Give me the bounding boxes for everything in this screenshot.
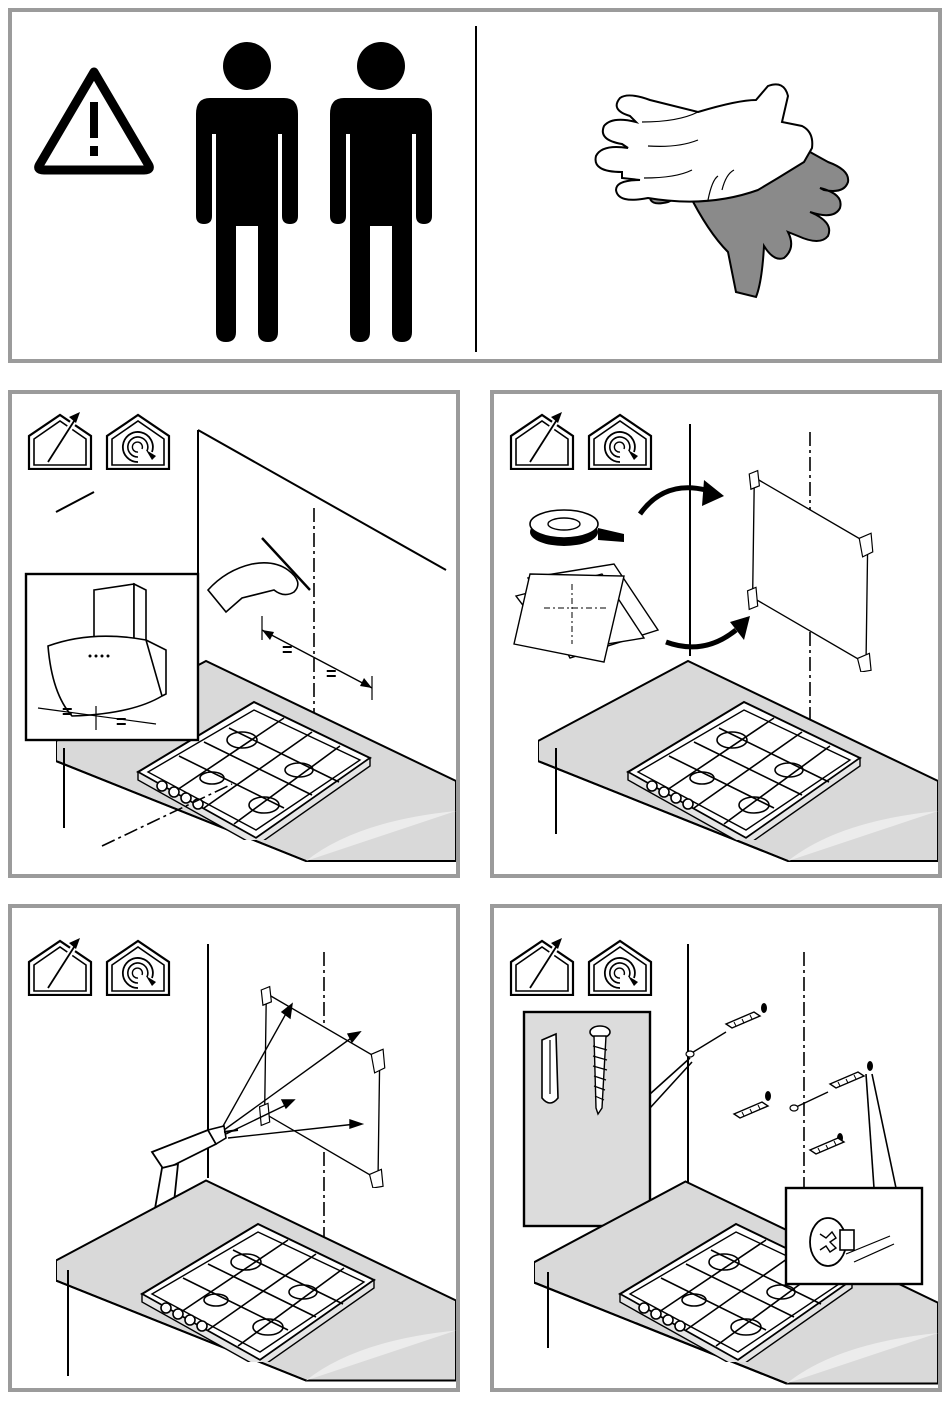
wall-plug-icon	[810, 1138, 844, 1154]
protective-gloves-icon	[596, 84, 849, 297]
ducted-extraction-icon	[511, 938, 573, 995]
recirculation-icon	[107, 415, 169, 469]
person-icon	[330, 42, 432, 342]
mounting-template	[260, 987, 385, 1188]
hood-inset: = =	[26, 574, 198, 740]
paper-template-icon	[514, 564, 658, 662]
step-drilling-panel	[8, 904, 460, 1392]
person-icon	[196, 42, 298, 342]
step-marking-panel: = = = =	[8, 390, 460, 878]
hand-marking-icon	[208, 538, 310, 612]
ducted-extraction-icon	[29, 412, 91, 469]
adhesive-tape-icon	[530, 510, 624, 546]
wall-plug-icon	[726, 1012, 760, 1028]
ducted-extraction-icon	[29, 938, 91, 995]
recirculation-icon	[589, 941, 651, 995]
wall-plug-icon	[830, 1072, 864, 1088]
step-plugs-panel	[490, 904, 942, 1392]
safety-panel	[8, 8, 942, 363]
equal-mark: =	[326, 664, 337, 684]
warning-triangle-icon	[39, 72, 150, 170]
recirculation-icon	[589, 415, 651, 469]
step-template-panel	[490, 390, 942, 878]
recirculation-icon	[107, 941, 169, 995]
equal-mark: =	[62, 702, 73, 722]
ducted-extraction-icon	[511, 412, 573, 469]
wall-plug-icon	[734, 1102, 768, 1118]
equal-mark: =	[116, 712, 127, 732]
screw-head-detail-box	[786, 1074, 922, 1284]
equal-mark: =	[282, 640, 293, 660]
